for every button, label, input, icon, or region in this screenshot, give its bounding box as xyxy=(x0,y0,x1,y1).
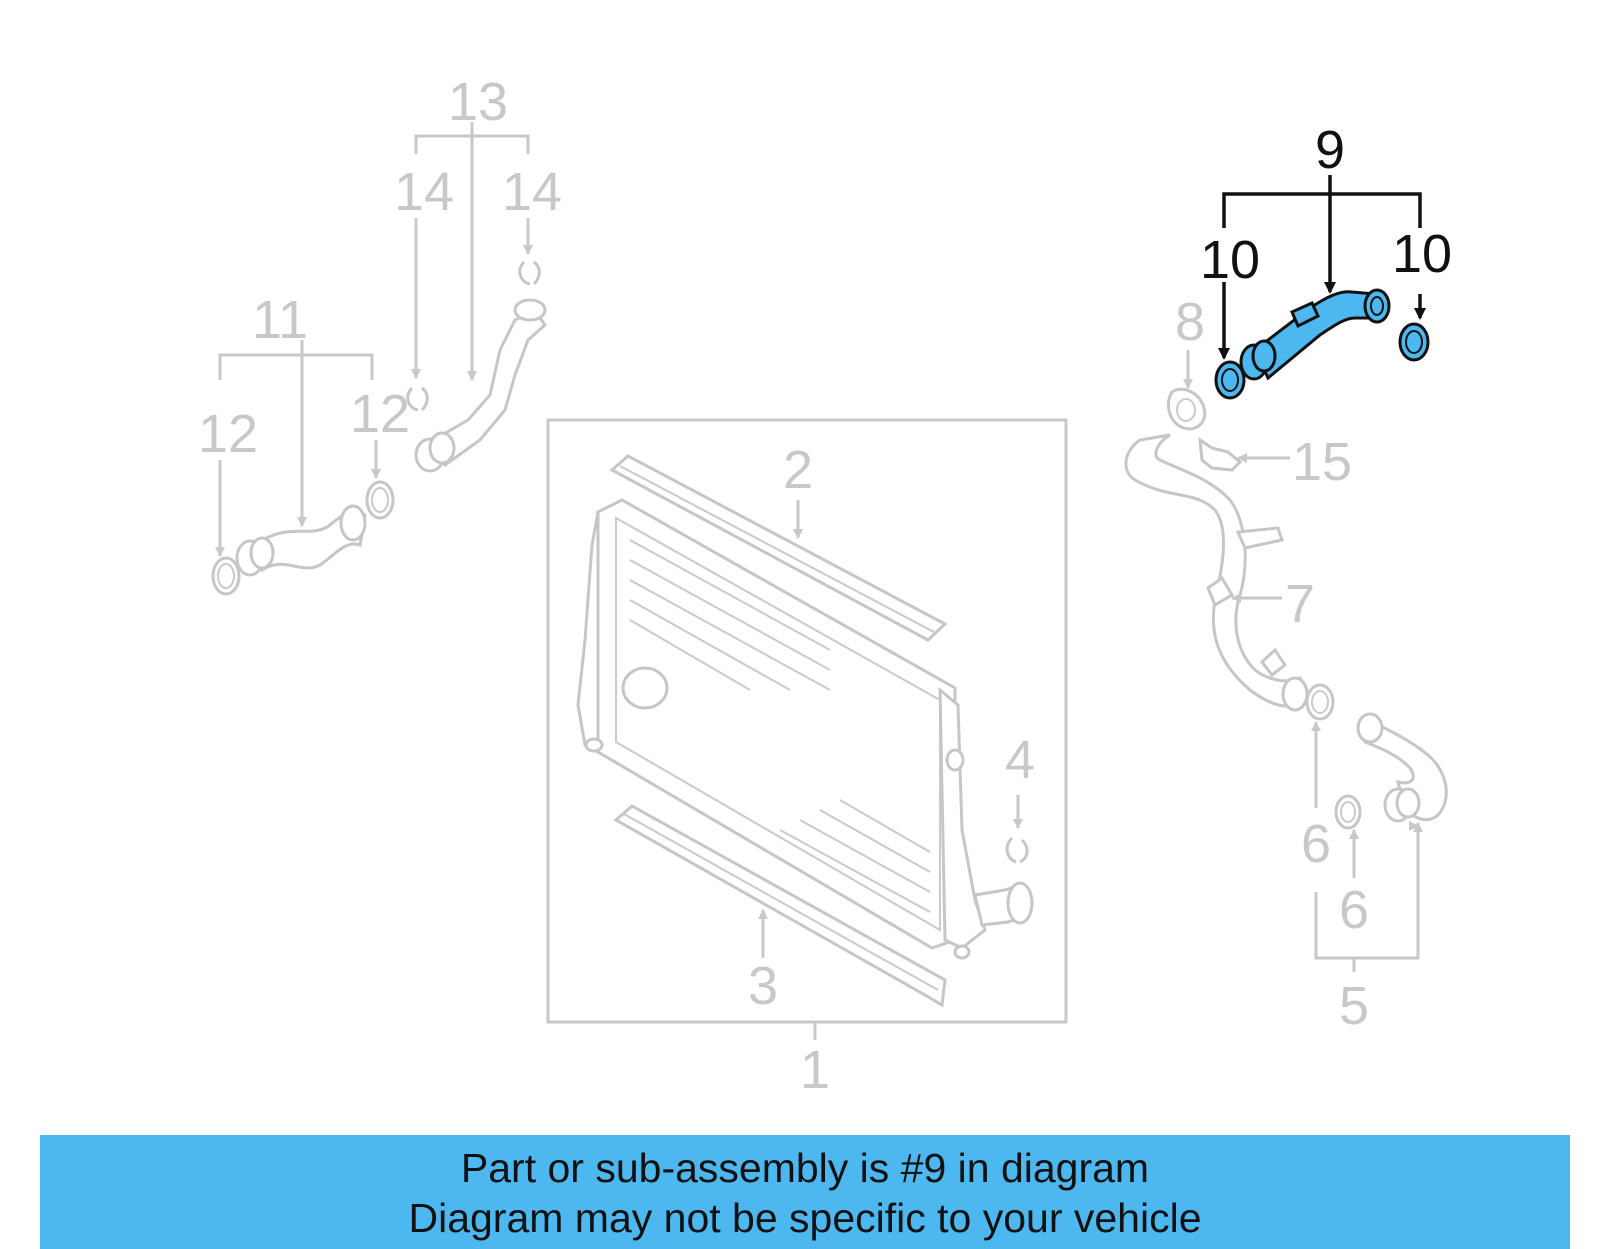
callout-3[interactable]: 3 xyxy=(748,956,778,1016)
callout-9[interactable]: 9 xyxy=(1315,120,1345,180)
callout-8[interactable]: 8 xyxy=(1175,292,1205,352)
bracket-5 xyxy=(1314,826,1420,960)
callout-14b[interactable]: 14 xyxy=(502,162,562,222)
callout-13[interactable]: 13 xyxy=(448,72,508,132)
callout-7[interactable]: 7 xyxy=(1285,574,1315,634)
hose-9-group xyxy=(1214,175,1430,400)
callout-labels: 1 2 3 4 5 6 6 7 8 9 10 10 11 12 12 13 14… xyxy=(198,72,1452,1100)
bracket-9 xyxy=(1222,192,1422,228)
callout-6a[interactable]: 6 xyxy=(1301,814,1331,874)
banner-line-1: Part or sub-assembly is #9 in diagram xyxy=(460,1145,1150,1191)
callout-11[interactable]: 11 xyxy=(252,290,308,350)
clamp-14b xyxy=(518,260,541,286)
hose-5 xyxy=(1363,717,1448,822)
callout-10b[interactable]: 10 xyxy=(1392,224,1452,284)
callout-15[interactable]: 15 xyxy=(1292,432,1352,492)
callout-12b[interactable]: 12 xyxy=(350,384,410,444)
bracket-11 xyxy=(218,353,374,380)
core-fins xyxy=(629,539,931,913)
callout-2[interactable]: 2 xyxy=(783,440,813,500)
callout-14a[interactable]: 14 xyxy=(394,162,454,222)
seal-10a[interactable] xyxy=(1214,360,1246,400)
hose-13 xyxy=(422,308,547,467)
banner-line-2: Diagram may not be specific to your vehi… xyxy=(408,1195,1202,1241)
seal-10b[interactable] xyxy=(1398,322,1430,362)
seal-6a xyxy=(1305,683,1335,721)
callout-4[interactable]: 4 xyxy=(1005,730,1035,790)
callout-6b[interactable]: 6 xyxy=(1339,880,1369,940)
intercooler-frame-box xyxy=(546,418,1068,1024)
info-banner: Part or sub-assembly is #9 in diagram Di… xyxy=(40,1135,1570,1249)
seal-6b xyxy=(1334,794,1362,830)
callout-5[interactable]: 5 xyxy=(1339,976,1369,1036)
hose-11-group xyxy=(211,340,395,596)
callout-10a[interactable]: 10 xyxy=(1200,230,1260,290)
hose-13-group xyxy=(406,122,547,473)
clamp-8 xyxy=(1167,387,1207,431)
hose-7-group xyxy=(1124,387,1448,830)
intercooler-left-tank xyxy=(576,511,600,755)
clamp-4 xyxy=(1005,836,1029,864)
callout-12a[interactable]: 12 xyxy=(198,404,258,464)
intercooler-core xyxy=(596,498,957,950)
clip-15 xyxy=(1198,436,1243,472)
callout-1[interactable]: 1 xyxy=(800,1040,830,1100)
intercooler-group xyxy=(546,418,1068,1040)
clamp-14a xyxy=(406,386,429,412)
